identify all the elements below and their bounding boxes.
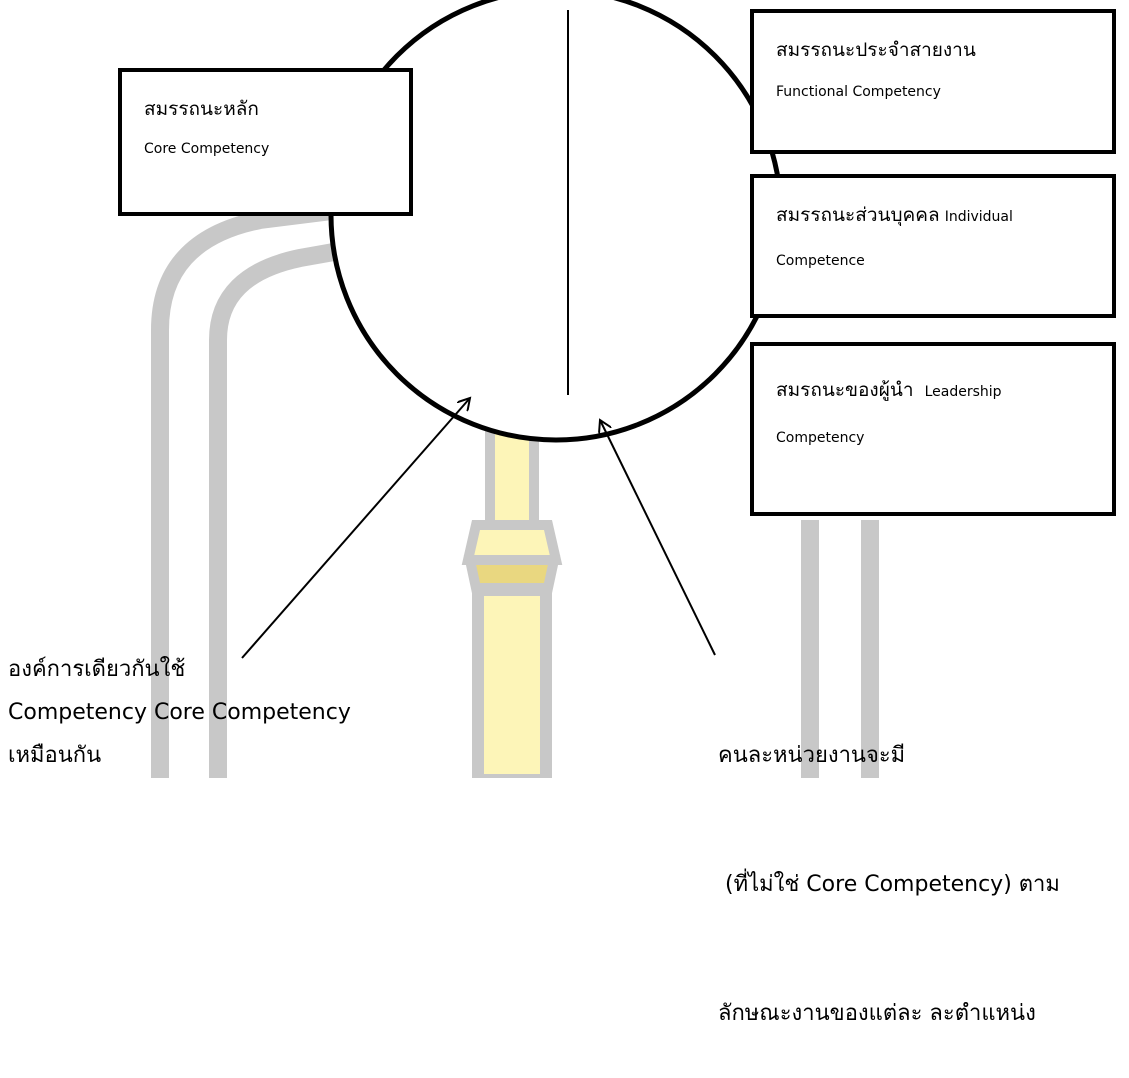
right-arrow xyxy=(600,420,716,656)
watermark-left-arch-inner xyxy=(209,241,347,778)
left-caption: องค์การเดียวกันใช้ Competency Core Compe… xyxy=(8,648,478,777)
right-caption-line-1: คนละหน่วยงานจะมี xyxy=(718,743,906,768)
functional-competency-title-en: Functional Competency xyxy=(776,83,941,100)
left-caption-line-3: เหมือนกัน xyxy=(8,743,102,768)
leadership-competency-title-en-2: Competency xyxy=(776,429,865,446)
competency-circle xyxy=(328,0,784,443)
leadership-competency-title-th: สมรถนะของผู้นำ xyxy=(776,379,914,401)
competency-diagram xyxy=(241,0,784,659)
leadership-competency-title-en-1: Leadership xyxy=(924,384,1002,400)
individual-competence-title-line: สมรรถนะส่วนบุคคล Individual xyxy=(776,204,1112,227)
individual-competence-title-en-2: Competence xyxy=(776,252,865,269)
core-competency-title-en: Core Competency xyxy=(144,140,270,157)
left-caption-line-1: องค์การเดียวกันใช้ xyxy=(8,657,186,682)
leadership-competency-box: สมรถนะของผู้นำ Leadership Competency xyxy=(750,342,1116,516)
functional-competency-box: สมรรถนะประจำสายงาน Functional Competency xyxy=(750,9,1116,154)
leadership-competency-title-line: สมรถนะของผู้นำ Leadership xyxy=(776,379,1112,402)
right-caption: คนละหน่วยงานจะมี (ที่ไม่ใช่ Core Compete… xyxy=(718,648,1123,1078)
watermark-left-arch xyxy=(151,201,342,778)
core-competency-box: สมรรถนะหลัก Core Competency xyxy=(118,68,413,216)
individual-competence-title-en-1: Individual xyxy=(944,209,1013,225)
left-arrow xyxy=(241,398,470,659)
core-competency-title-th: สมรรถนะหลัก xyxy=(144,98,259,120)
right-caption-line-2: (ที่ไม่ใช่ Core Competency) ตาม xyxy=(718,872,1060,897)
right-caption-line-3: ลักษณะงานของแต่ละ ละตำแหน่ง xyxy=(718,1001,1036,1026)
individual-competence-box: สมรรถนะส่วนบุคคล Individual Competence xyxy=(750,174,1116,318)
left-caption-line-2: Competency Core Competency xyxy=(8,700,351,725)
functional-competency-title-th: สมรรถนะประจำสายงาน xyxy=(776,39,976,61)
individual-competence-title-th: สมรรถนะส่วนบุคคล xyxy=(776,204,940,226)
